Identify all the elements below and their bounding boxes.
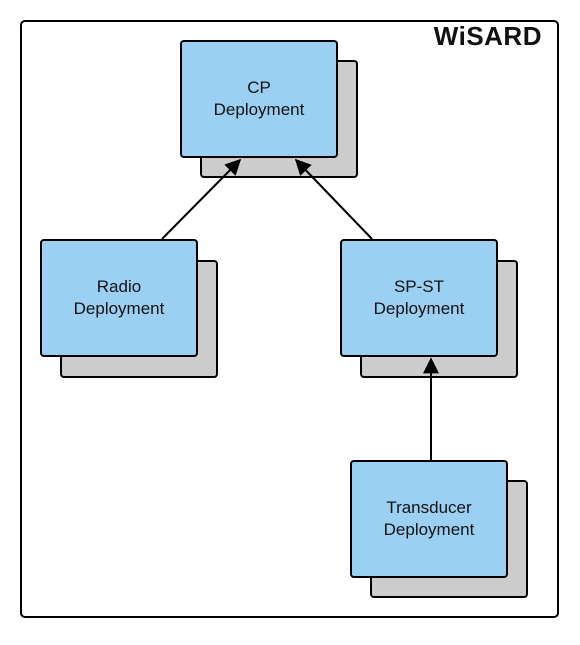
cp-node-label-line1: CP: [247, 78, 271, 97]
transducer-node-label-line1: Transducer: [386, 498, 472, 517]
arrow-spst-to-cp: [294, 158, 373, 240]
transducer-node-label-line2: Deployment: [383, 520, 475, 539]
diagram-title: WiSARD: [433, 21, 542, 51]
spst-node-label-line1: SP-ST: [393, 277, 445, 296]
cp-node-label-line2: Deployment: [213, 100, 305, 119]
spst-node-label-line2: Deployment: [373, 299, 465, 318]
radio-node-label-line1: Radio: [96, 277, 142, 296]
arrow-radio-to-cp: [161, 158, 242, 240]
radio-node: Radio Deployment: [40, 239, 198, 357]
transducer-node: Transducer Deployment: [350, 460, 508, 578]
spst-node: SP-ST Deployment: [340, 239, 498, 357]
cp-node: CP Deployment: [180, 40, 338, 158]
radio-node-label-line2: Deployment: [73, 299, 165, 318]
